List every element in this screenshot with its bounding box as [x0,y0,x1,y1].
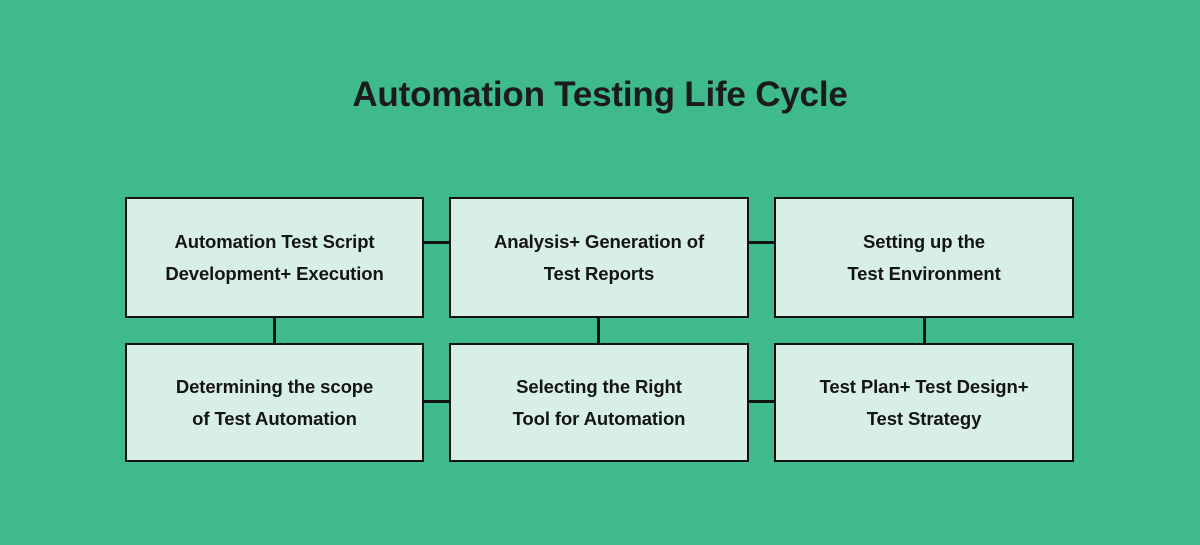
process-box-label: Analysis+ Generation of Test Reports [494,230,704,284]
process-box-label: Test Plan+ Test Design+ Test Strategy [819,375,1029,429]
diagram-title: Automation Testing Life Cycle [352,75,848,114]
process-box-label: Setting up the Test Environment [847,230,1001,284]
connector-box4-box5 [423,400,450,403]
connector-box3-box6 [923,316,926,344]
process-box-selecting-the-right-tool[interactable]: Selecting the Right Tool for Automation [449,343,749,462]
process-box-determining-the-scope[interactable]: Determining the scope of Test Automation [125,343,424,462]
connector-box5-box6 [748,400,775,403]
process-box-label: Selecting the Right Tool for Automation [512,375,686,429]
process-box-setting-up-the-test-environment[interactable]: Setting up the Test Environment [774,197,1074,318]
connector-box2-box5 [597,316,600,344]
process-box-automation-test-script[interactable]: Automation Test Script Development+ Exec… [125,197,424,318]
process-box-label: Determining the scope of Test Automation [175,375,374,429]
process-box-test-plan-test-design-test-strategy[interactable]: Test Plan+ Test Design+ Test Strategy [774,343,1074,462]
connector-box1-box2 [423,241,450,244]
process-box-analysis-generation-of-test-reports[interactable]: Analysis+ Generation of Test Reports [449,197,749,318]
process-box-label: Automation Test Script Development+ Exec… [165,230,384,284]
connector-box1-box4 [273,316,276,344]
connector-box2-box3 [748,241,775,244]
